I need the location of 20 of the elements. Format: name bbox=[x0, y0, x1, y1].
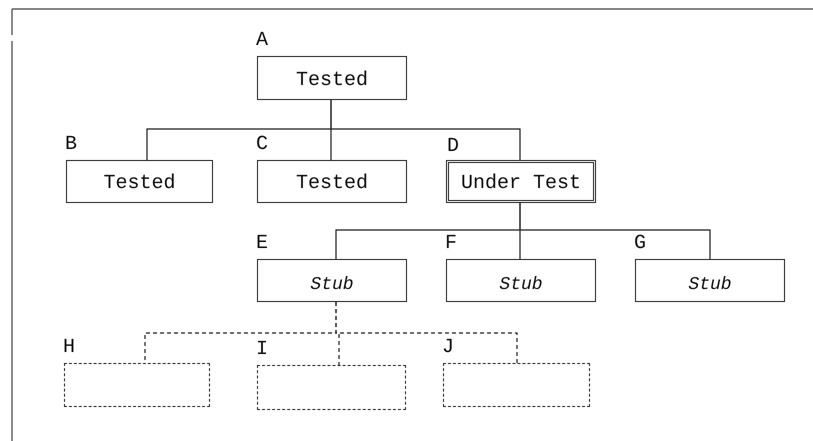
module-letter: C bbox=[256, 134, 268, 156]
connector-line bbox=[330, 100, 521, 160]
module-letter: F bbox=[445, 233, 458, 255]
module-label: Stub bbox=[310, 274, 354, 294]
module-label: Tested bbox=[296, 171, 368, 195]
module-label: Under Test bbox=[460, 171, 582, 195]
module-letter: D bbox=[447, 136, 460, 158]
module-letter: J bbox=[442, 337, 454, 359]
connector-line bbox=[335, 302, 518, 363]
connector-line bbox=[519, 203, 711, 259]
module-label: Tested bbox=[296, 68, 368, 92]
module-letter: B bbox=[65, 134, 78, 156]
module-letter: H bbox=[63, 337, 76, 359]
module-label: Stub bbox=[688, 274, 732, 294]
module-letter: E bbox=[256, 233, 268, 255]
module-label: Stub bbox=[499, 274, 543, 294]
module-letter: I bbox=[256, 339, 268, 361]
module-letter: G bbox=[634, 233, 646, 255]
module-letter: A bbox=[256, 30, 268, 52]
module-label: Tested bbox=[103, 171, 176, 195]
